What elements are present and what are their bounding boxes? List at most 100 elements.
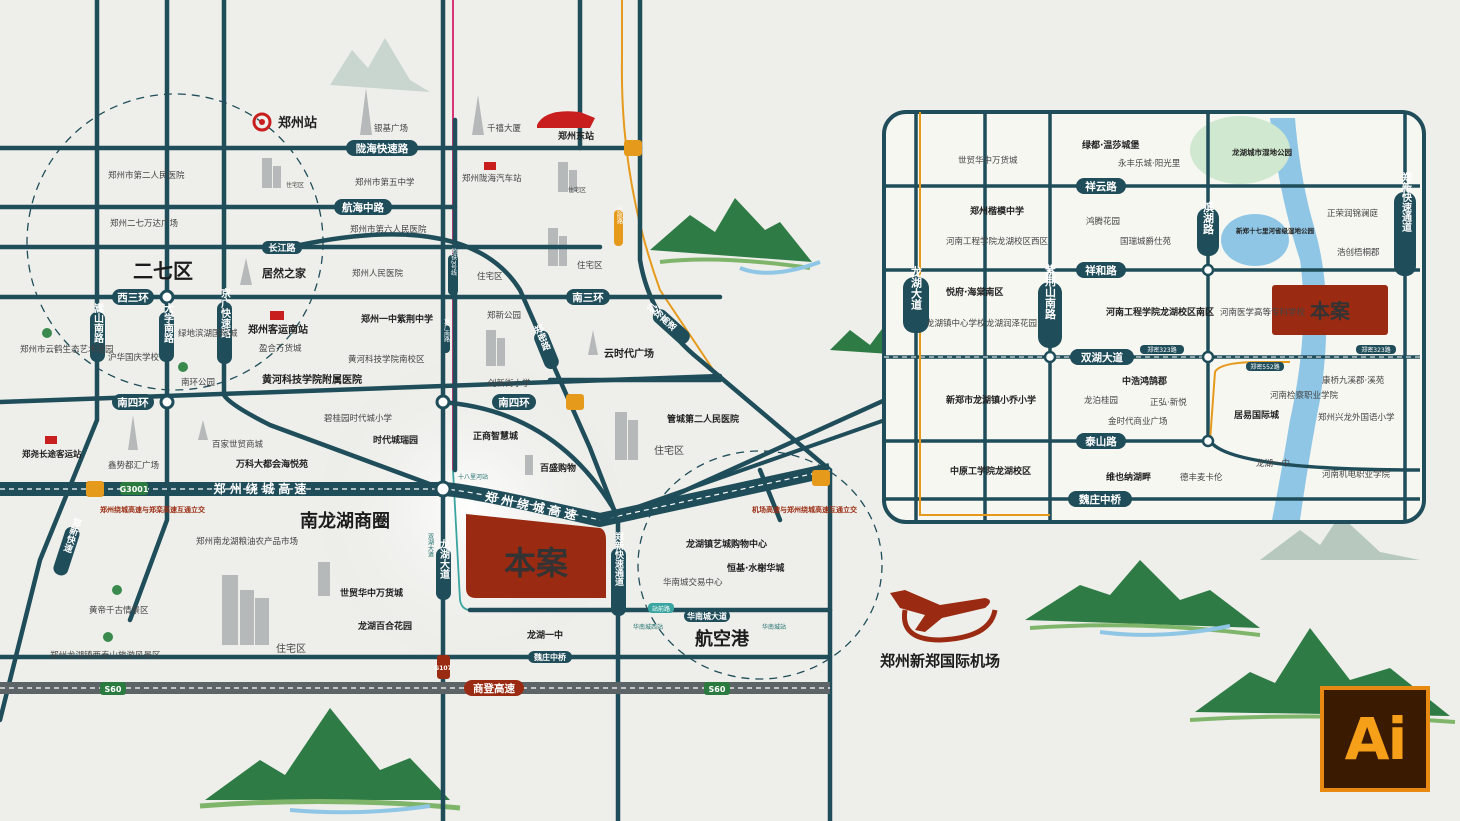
map-label: 浩创梧桐郡 — [1337, 247, 1380, 258]
map-label: 京广南路 — [443, 317, 450, 343]
airport-icon — [890, 590, 998, 643]
map-label: 住宅区 — [276, 642, 306, 655]
map-label: 住宅区 — [577, 260, 603, 271]
map-label: 创新街小学 — [488, 378, 531, 389]
map-label: 华南城交易中心 — [663, 577, 723, 588]
map-label: 龙湖润泽花园 — [986, 318, 1037, 329]
map-label: 黄河科技学院南校区 — [348, 354, 425, 365]
map-label: 紫荆山南路 — [1044, 263, 1057, 320]
map-label: 龙湖百合花园 — [357, 620, 412, 632]
map-label: 郑密323路 — [1361, 346, 1390, 354]
map-label: 郑州龙湖镇西泰山旅游风景区 — [50, 650, 161, 661]
map-label: 魏庄中桥 — [1078, 493, 1121, 506]
inset-project-label: 本案 — [1310, 299, 1351, 323]
map-label: 龙湖大道 — [438, 538, 451, 580]
map-label: 碧桂园时代城小学 — [324, 413, 393, 424]
illustrator-badge-text: Ai — [1344, 705, 1408, 773]
interchanges — [86, 140, 830, 498]
hangkong-label: 航空港 — [695, 628, 750, 650]
map-label: 德丰麦卡伦 — [1180, 472, 1223, 483]
map-label: 民航路 — [616, 206, 623, 225]
map-label: 龙湖一中 — [526, 629, 563, 641]
airport-expressway — [599, 418, 886, 522]
map-label: 龙湖大道 — [910, 265, 924, 311]
map-label: S60 — [709, 685, 726, 694]
inset-project-marker[interactable]: 本案 — [1272, 285, 1388, 335]
train-icon — [537, 111, 595, 128]
map-label: 银基广场 — [374, 123, 408, 134]
project-label: 本案 — [504, 544, 569, 582]
map-label: 时代城瑞园 — [373, 434, 418, 446]
map-label: 正荣润锦澜庭 — [1327, 208, 1379, 219]
bus-icon — [484, 162, 496, 170]
map-label: 绿地滨湖国际城 — [178, 328, 238, 339]
map-label: 滨湖路 — [1202, 200, 1215, 235]
map-label: 龙湖镇艺城购物中心 — [685, 538, 767, 550]
illustrator-badge: Ai — [1320, 686, 1430, 792]
map-label: 河南机电职业学院 — [1322, 469, 1391, 480]
map-label: 陇海快速路 — [356, 142, 409, 155]
map-label: 南三环 — [572, 291, 604, 304]
map-label: 双湖大道 — [1080, 351, 1123, 364]
map-label: 千禧大厦 — [487, 123, 522, 134]
map-label: 河南医学高等专科学校 — [1220, 307, 1306, 318]
map-label: 百家世贸商城 — [212, 439, 264, 450]
map-label: 商登高速 — [473, 682, 515, 695]
map-label: 悦府·海棠南区 — [946, 286, 1003, 298]
nanlonghu-label: 南龙湖商圈 — [300, 510, 390, 532]
map-label: 郑 州 绕 城 高 速 — [214, 481, 307, 496]
map-label: 十八里河站 — [458, 473, 488, 481]
airport-label: 郑州新郑国际机场 — [880, 652, 1000, 670]
map-label: 住宅区 — [286, 181, 304, 189]
bus-icon — [270, 311, 284, 320]
map-label: G107 — [434, 665, 451, 672]
zhengzhou-station-label: 郑州站 — [278, 115, 317, 131]
map-label: G3001 — [120, 485, 149, 494]
map-label: 龙湖一中 — [1256, 458, 1290, 469]
map-label: 盈合万货城 — [259, 343, 302, 354]
hangkong-ring — [637, 450, 883, 680]
map-label: 郑州楷模中学 — [970, 205, 1024, 217]
map-label: 大学南路 — [162, 302, 174, 344]
changtu-label: 郑尧长途客运站 — [22, 449, 82, 460]
map-label: 正商智慧城 — [473, 430, 518, 442]
project-marker[interactable]: 本案 — [466, 514, 606, 598]
map-label: 百盛购物 — [540, 462, 576, 474]
map-label: 华南城西站 — [633, 623, 663, 631]
south-bus-label: 郑州客运南站 — [248, 323, 308, 336]
map-label: 郑新公园 — [487, 310, 521, 321]
zhengzhou-east-label: 郑州东站 — [558, 130, 594, 142]
map-label: 郑州人民医院 — [352, 268, 404, 279]
map-label: 航海中路 — [342, 201, 384, 214]
map-label: 郑州兴龙外国语小学 — [1318, 412, 1395, 423]
map-label: 祥云路 — [1085, 180, 1117, 193]
map-label: 河南工程学院龙湖校区南区 — [1106, 306, 1214, 318]
map-label: 南环公园 — [181, 377, 215, 388]
map-label: 黄河科技学院附属医院 — [262, 373, 362, 386]
map-label: 沪华国庆学校 — [108, 352, 160, 363]
map-label: 机场高速 — [643, 301, 678, 334]
zhengzhou-station-icon — [252, 112, 272, 132]
map-label: 郑州南龙湖粮油农产品市场 — [196, 536, 298, 547]
map-label: 郑州市第五中学 — [355, 177, 415, 188]
poi-labels: 郑州市第二人民医院 郑州二七万达广场 郑州市云鹤生态艺术庭园 沪华国庆学校 绿地… — [20, 123, 784, 661]
map-label: 华南城站 — [762, 623, 786, 631]
map-label: 维也纳湖畔 — [1106, 471, 1151, 483]
map-label: 住宅区 — [654, 444, 684, 457]
map-label: 郑州市云鹤生态艺术庭园 — [20, 344, 114, 355]
map-label: 世贸华中万货城 — [340, 587, 403, 599]
map-label: 居易国际城 — [1234, 409, 1279, 421]
map-label: 嵩山南路 — [92, 302, 104, 344]
erqi-label: 二七区 — [133, 259, 193, 283]
map-label: 机场高速与郑州绕城高速互通立交 — [752, 505, 858, 514]
roads — [0, 0, 888, 821]
map-label: 河南检察职业学院 — [1270, 390, 1339, 401]
map-label: 住宅区 — [477, 271, 503, 282]
map-label: 郑密323路 — [1147, 346, 1176, 354]
map-label: 南四环 — [117, 396, 149, 409]
map-label: 京广快速路 — [219, 287, 232, 339]
map-label: 永丰乐城·阳光里 — [1118, 158, 1181, 169]
map-label: 住宅区 — [568, 186, 586, 194]
map-label: 长江路 — [268, 242, 296, 254]
